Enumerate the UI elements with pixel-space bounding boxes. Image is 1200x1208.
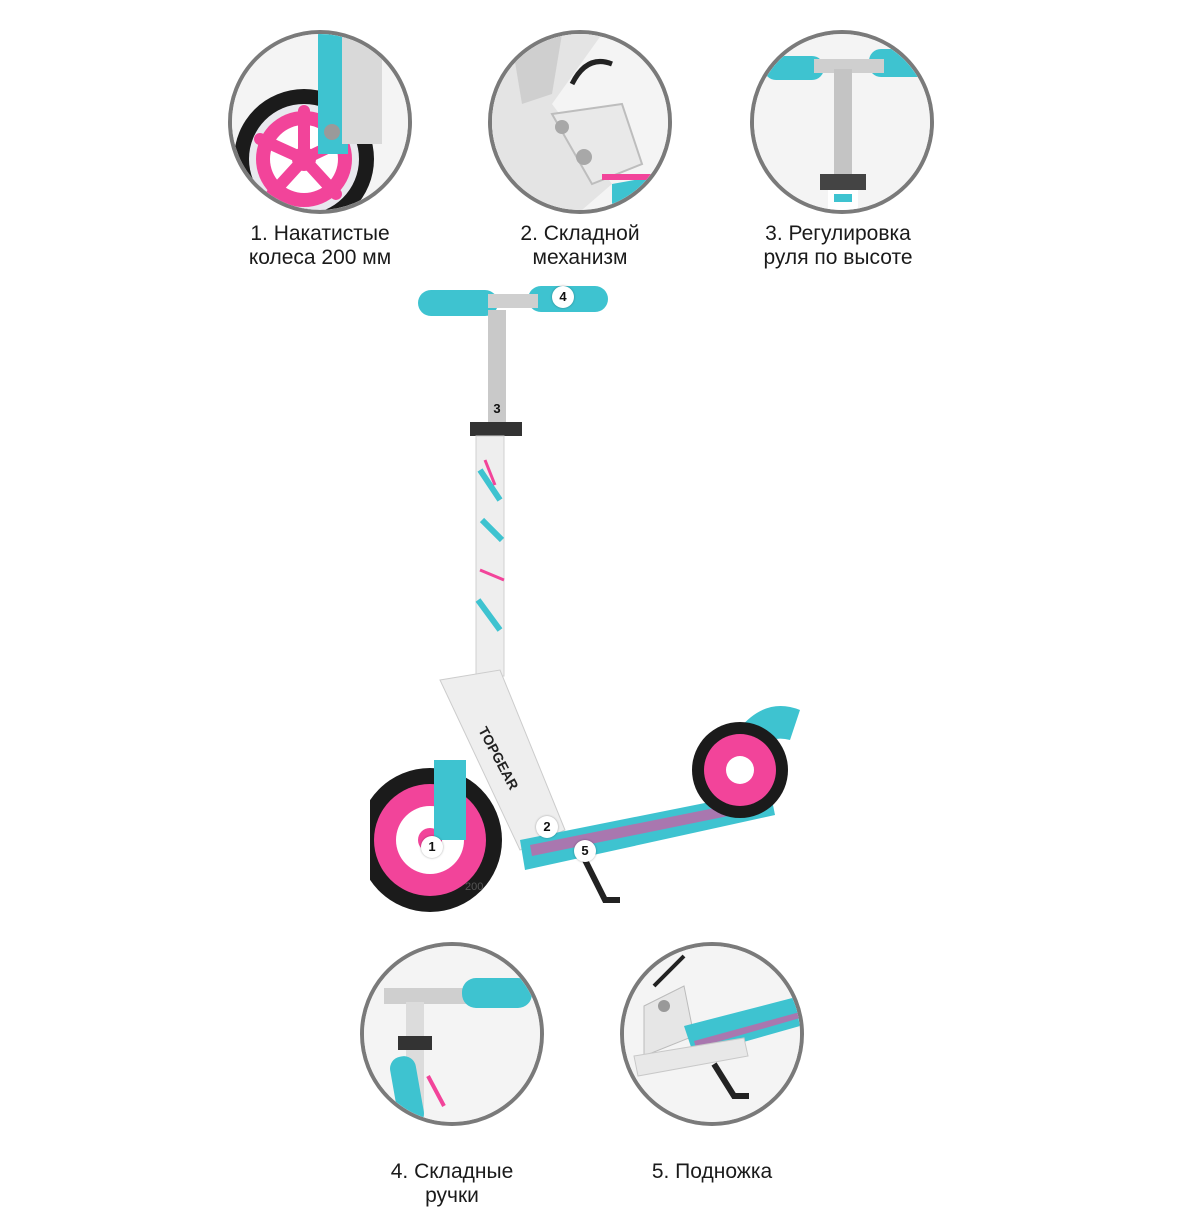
feature-1-circle bbox=[228, 30, 412, 214]
front-fork bbox=[434, 760, 466, 840]
frame-neck bbox=[439, 669, 566, 851]
marker-5: 5 bbox=[574, 840, 596, 862]
handlebar-height-icon bbox=[754, 34, 930, 210]
feature-2-circle bbox=[488, 30, 672, 214]
marker-1: 1 bbox=[421, 836, 443, 858]
handlebar-bar bbox=[488, 294, 538, 308]
marker-3: 3 bbox=[493, 401, 501, 416]
folding-mechanism-icon bbox=[492, 34, 668, 210]
wheel-size-label: 200 bbox=[465, 881, 483, 893]
marker-2: 2 bbox=[536, 816, 558, 838]
wheel-icon bbox=[232, 34, 408, 210]
feature-5-circle bbox=[620, 942, 804, 1126]
caption-line: 3. Регулировка bbox=[765, 222, 911, 245]
folding-grips-icon bbox=[364, 946, 540, 1122]
caption-line: руля по высоте bbox=[763, 246, 913, 269]
feature-3-caption: 3. Регулировка руля по высоте bbox=[738, 222, 938, 270]
caption-line: 4. Складные bbox=[390, 1160, 514, 1183]
feature-4-caption: 4. Складные ручки bbox=[352, 1160, 552, 1208]
stem-pattern bbox=[475, 468, 505, 632]
stem-clamp bbox=[470, 422, 522, 436]
caption-line: 2. Складной bbox=[520, 222, 640, 245]
caption-line: ручки bbox=[425, 1184, 479, 1207]
rear-hub-center bbox=[726, 756, 754, 784]
left-grip bbox=[418, 290, 498, 316]
caption-line: механизм bbox=[532, 246, 628, 269]
feature-4-circle bbox=[360, 942, 544, 1126]
caption-line: 5. Подножка bbox=[651, 1160, 773, 1183]
kickstand-icon bbox=[624, 946, 800, 1122]
kickstand bbox=[582, 858, 620, 903]
stem-pattern bbox=[479, 459, 505, 582]
caption-line: 1. Накатистые bbox=[250, 222, 390, 245]
scooter-illustration: TOPGEAR 200 bbox=[370, 286, 800, 912]
feature-5-caption: 5. Подножка bbox=[612, 1160, 812, 1184]
caption-line: колеса 200 мм bbox=[248, 246, 392, 269]
marker-4: 4 bbox=[552, 286, 574, 308]
upper-stem bbox=[488, 310, 506, 430]
feature-3-circle bbox=[750, 30, 934, 214]
feature-2-caption: 2. Складной механизм bbox=[480, 222, 680, 270]
feature-1-caption: 1. Накатистые колеса 200 мм bbox=[220, 222, 420, 270]
